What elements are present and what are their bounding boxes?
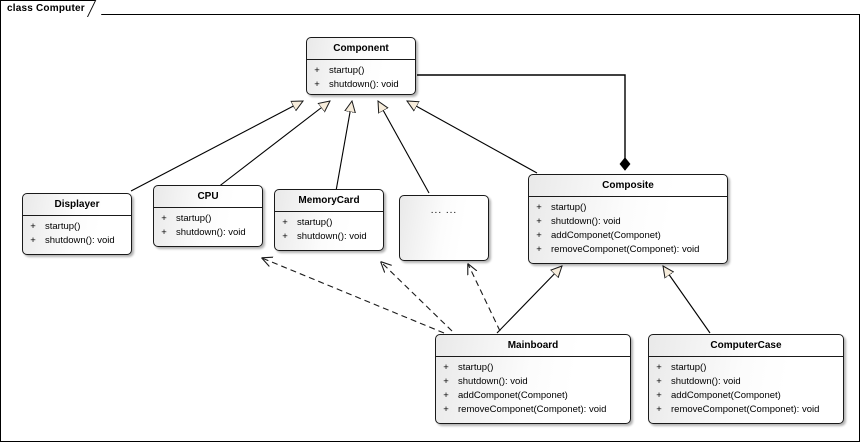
class-name-mainboard: Mainboard [436, 335, 630, 357]
member-visibility: + [161, 226, 167, 238]
member-row: + addComponet(Componet) [436, 388, 630, 402]
member-row: + startup() [154, 211, 262, 225]
class-node-displayer[interactable]: Displayer + startup() + shutdown(): void [22, 193, 132, 255]
class-node-mainboard[interactable]: Mainboard + startup() + shutdown(): void… [435, 334, 631, 424]
edge-mainboard-to-cpu-dependency [262, 258, 445, 334]
member-row: + shutdown(): void [154, 225, 262, 239]
class-name-composite: Composite [529, 175, 727, 197]
edge-cpu-to-component [212, 101, 330, 192]
member-visibility: + [314, 64, 320, 76]
class-members-computercase: + startup() + shutdown(): void + addComp… [649, 357, 843, 419]
member-row: + addComponet(Componet) [649, 388, 843, 402]
member-row: + addComponet(Componet) [529, 228, 727, 242]
member-signature: startup() [551, 201, 587, 213]
member-row: + removeComponet(Componet): void [529, 242, 727, 256]
member-visibility: + [656, 403, 662, 415]
member-row: + shutdown(): void [307, 77, 415, 91]
member-visibility: + [282, 230, 288, 242]
member-signature: startup() [297, 216, 333, 228]
member-visibility: + [656, 389, 662, 401]
member-signature: shutdown(): void [329, 78, 399, 90]
member-signature: startup() [176, 212, 212, 224]
member-signature: removeComponet(Componet): void [551, 243, 700, 255]
class-node-composite[interactable]: Composite + startup() + shutdown(): void… [528, 174, 728, 264]
member-signature: addComponet(Componet) [671, 389, 781, 401]
member-visibility: + [536, 243, 542, 255]
member-visibility: + [536, 215, 542, 227]
member-visibility: + [30, 234, 36, 246]
class-name-memorycard: MemoryCard [275, 190, 383, 212]
member-visibility: + [536, 201, 542, 213]
member-visibility: + [443, 361, 449, 373]
member-row: + startup() [436, 360, 630, 374]
member-visibility: + [656, 361, 662, 373]
member-signature: shutdown(): void [176, 226, 246, 238]
member-signature: removeComponet(Componet): void [671, 403, 820, 415]
member-visibility: + [314, 78, 320, 90]
member-row: + removeComponet(Componet): void [649, 402, 843, 416]
member-visibility: + [536, 229, 542, 241]
member-signature: shutdown(): void [671, 375, 741, 387]
class-members-composite: + startup() + shutdown(): void + addComp… [529, 197, 727, 259]
class-members-displayer: + startup() + shutdown(): void [23, 216, 131, 250]
edge-mainboard-to-memorycard-dependency [381, 262, 453, 332]
member-signature: startup() [671, 361, 707, 373]
member-visibility: + [443, 389, 449, 401]
ellipsis-label: ... ... [430, 205, 458, 216]
edge-mainboard-to-composite [496, 266, 562, 334]
member-row: + shutdown(): void [529, 214, 727, 228]
member-visibility: + [161, 212, 167, 224]
member-row: + shutdown(): void [275, 229, 383, 243]
class-node-cpu[interactable]: CPU + startup() + shutdown(): void [153, 185, 263, 247]
edge-composite-to-component [407, 101, 538, 174]
diagram-frame [0, 14, 860, 442]
class-node-computercase[interactable]: ComputerCase + startup() + shutdown(): v… [648, 334, 844, 424]
edge-mainboard-to-ellipsis-dependency [468, 264, 501, 332]
member-visibility: + [30, 220, 36, 232]
class-members-cpu: + startup() + shutdown(): void [154, 208, 262, 242]
class-name-displayer: Displayer [23, 194, 131, 216]
edge-ellipsis-to-component [378, 101, 430, 194]
member-signature: removeComponet(Componet): void [458, 403, 607, 415]
member-row: + shutdown(): void [649, 374, 843, 388]
member-visibility: + [282, 216, 288, 228]
member-signature: addComponet(Componet) [551, 229, 661, 241]
class-node-ellipsis[interactable]: ... ... [399, 195, 489, 261]
member-row: + startup() [649, 360, 843, 374]
member-signature: shutdown(): void [45, 234, 115, 246]
edge-component-to-composite-composition [417, 74, 631, 171]
member-signature: shutdown(): void [297, 230, 367, 242]
member-visibility: + [443, 375, 449, 387]
member-visibility: + [656, 375, 662, 387]
class-members-component: + startup() + shutdown(): void [307, 60, 415, 94]
member-signature: addComponet(Componet) [458, 389, 568, 401]
member-row: + startup() [275, 215, 383, 229]
member-signature: startup() [329, 64, 365, 76]
class-name-component: Component [307, 38, 415, 60]
member-row: + startup() [307, 63, 415, 77]
class-name-cpu: CPU [154, 186, 262, 208]
edge-computercase-to-composite [663, 266, 711, 334]
edge-displayer-to-component [130, 101, 303, 192]
class-node-component[interactable]: Component + startup() + shutdown(): void [306, 37, 416, 95]
class-node-memorycard[interactable]: MemoryCard + startup() + shutdown(): voi… [274, 189, 384, 251]
diagram-title-tab: class Computer [0, 0, 109, 17]
member-signature: shutdown(): void [458, 375, 528, 387]
member-row: + shutdown(): void [23, 233, 131, 247]
diagram-title: class Computer [7, 3, 85, 14]
member-row: + shutdown(): void [436, 374, 630, 388]
member-row: + startup() [23, 219, 131, 233]
member-signature: startup() [45, 220, 81, 232]
member-row: + removeComponet(Componet): void [436, 402, 630, 416]
class-members-mainboard: + startup() + shutdown(): void + addComp… [436, 357, 630, 419]
member-signature: shutdown(): void [551, 215, 621, 227]
member-row: + startup() [529, 200, 727, 214]
edge-memorycard-to-component [335, 101, 352, 192]
class-name-computercase: ComputerCase [649, 335, 843, 357]
class-members-memorycard: + startup() + shutdown(): void [275, 212, 383, 246]
member-visibility: + [443, 403, 449, 415]
member-signature: startup() [458, 361, 494, 373]
